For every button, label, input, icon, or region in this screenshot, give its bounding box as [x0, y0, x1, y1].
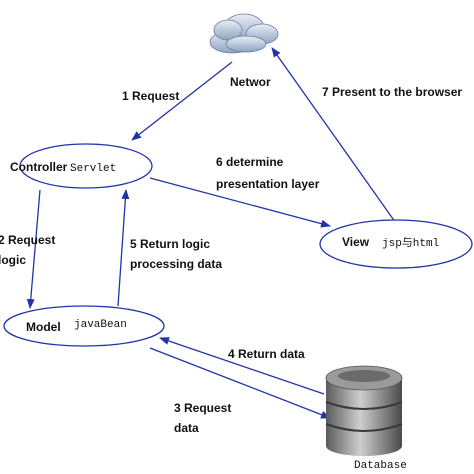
edge-2-label-line2: logic — [0, 253, 26, 267]
edge-5-label-line1: 5 Return logic — [130, 237, 210, 251]
model-node: Model javaBean — [3, 305, 165, 347]
view-label: View — [342, 235, 370, 249]
edge-2-request-logic — [26, 189, 41, 309]
edge-1-label: 1 Request — [122, 89, 179, 103]
edge-2-label-line1: 2 Request — [0, 233, 55, 247]
controller-label: Controller — [10, 160, 68, 174]
edge-3-label-line1: 3 Request — [174, 401, 231, 415]
edge-1-request — [131, 61, 233, 141]
edge-6-determine — [149, 177, 331, 228]
edge-4-return-data — [159, 337, 325, 395]
edge-6-label-line2: presentation layer — [216, 177, 320, 191]
network-label: Networ — [230, 75, 271, 89]
controller-tech: Servlet — [70, 163, 116, 175]
edge-3-label-line2: data — [174, 421, 199, 435]
view-tech: jsp与html — [382, 236, 439, 250]
edge-6-label-line1: 6 determine — [216, 155, 284, 169]
edge-5-return-logic — [117, 189, 130, 307]
edge-7-present — [271, 47, 399, 227]
model-tech: javaBean — [74, 319, 127, 331]
model-label: Model — [26, 320, 61, 334]
database-label: Database — [354, 460, 407, 472]
view-node: View jsp与html — [319, 219, 473, 269]
edge-4-label: 4 Return data — [228, 347, 305, 361]
edge-5-label-line2: processing data — [130, 257, 222, 271]
cloud-icon — [209, 13, 279, 54]
controller-node: Controller Servlet — [10, 143, 153, 189]
database-icon — [325, 365, 403, 456]
edge-7-label: 7 Present to the browser — [322, 85, 462, 99]
edge-3-request-data — [149, 347, 331, 419]
